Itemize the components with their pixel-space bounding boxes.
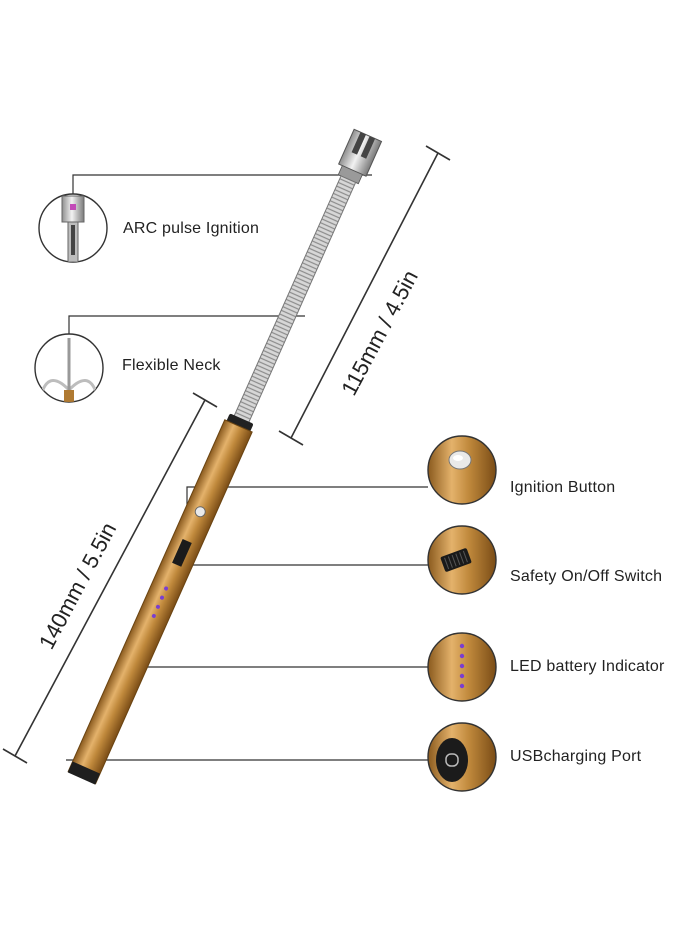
neck-leader-line <box>68 315 305 334</box>
switch-detail-circle <box>427 525 497 595</box>
arc-head <box>337 128 383 185</box>
safety-switch <box>172 538 192 567</box>
button-detail-circle <box>427 435 497 505</box>
usb-end-cap <box>67 761 101 785</box>
usb-detail-circle <box>427 722 497 792</box>
body-dimension-line <box>2 392 218 764</box>
led-indicator-label: LED battery Indicator <box>510 658 665 675</box>
arc-ignition-label: ARC pulse Ignition <box>123 220 260 237</box>
neck-detail-circle <box>34 333 104 403</box>
arc-leader-line <box>72 174 372 194</box>
safety-switch-label: Safety On/Off Switch <box>510 568 663 585</box>
neck-dimension-line <box>278 145 451 446</box>
arc-detail-circle <box>38 193 108 263</box>
led-indicators <box>151 586 169 618</box>
neck-collar <box>226 413 253 433</box>
lighter-body <box>67 419 253 785</box>
led-leader-line <box>132 628 428 668</box>
led-detail-circle <box>427 632 497 702</box>
lighter <box>67 128 383 785</box>
ignition-button <box>194 506 206 518</box>
usb-port-label: USBcharging Port <box>510 748 642 765</box>
flexible-neck-label: Flexible Neck <box>122 357 221 374</box>
ignition-button-label: Ignition Button <box>510 479 616 496</box>
